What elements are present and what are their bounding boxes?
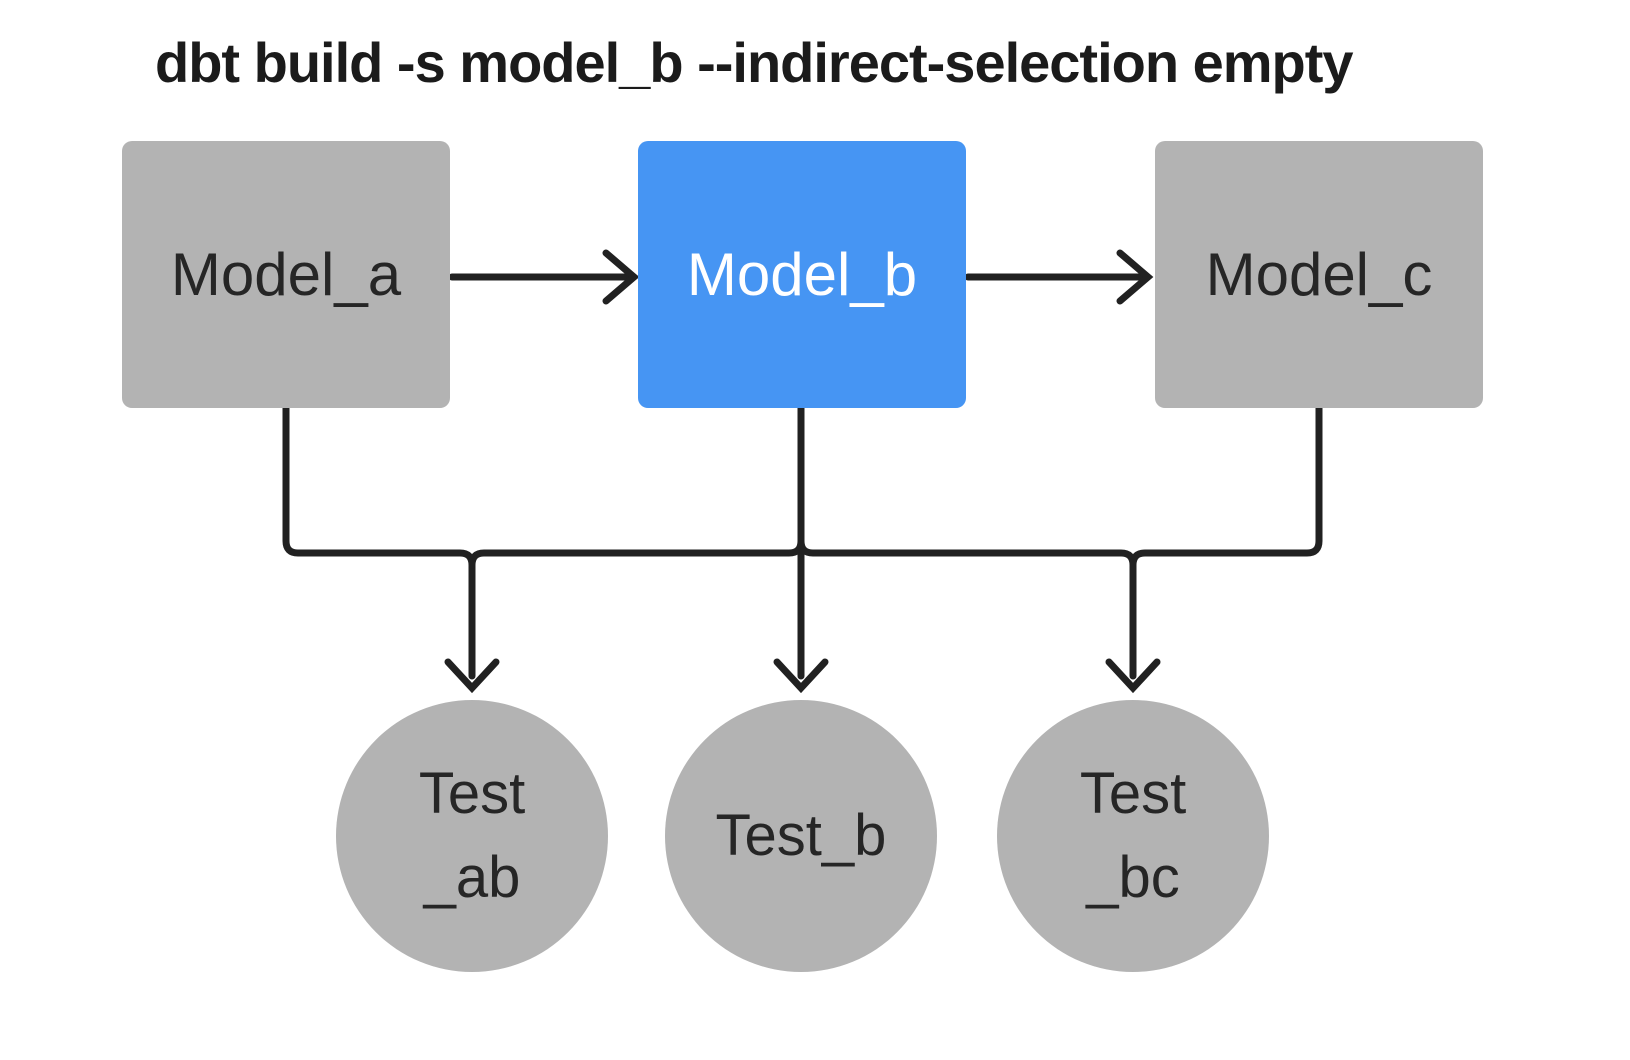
edge-model-a-to-model-b-arrowhead-icon [602, 249, 640, 305]
edge-test-b-arrowhead-icon [773, 658, 829, 694]
node-test-ab: Test _ab [336, 700, 608, 972]
node-label-line: Test [1079, 761, 1187, 826]
node-label-line: _ab [423, 845, 521, 910]
node-label: Model_a [170, 241, 402, 308]
edge-test-bc-arrowhead-icon [1105, 658, 1161, 694]
edge-test-ab-arrowhead-icon [444, 658, 500, 694]
node-model-c: Model_c [1155, 141, 1483, 408]
edge-model-b-to-model-c-arrowhead-icon [1116, 249, 1154, 305]
node-label-line: Test [418, 761, 526, 826]
edge-model-c-to-test-bc [1129, 403, 1323, 680]
diagram-title: dbt build -s model_b --indirect-selectio… [155, 31, 1354, 94]
node-model-b-selected: Model_b [638, 141, 966, 408]
node-label: Model_c [1205, 241, 1433, 308]
node-label-line: Test_b [715, 803, 887, 868]
node-model-a: Model_a [122, 141, 450, 408]
node-test-b: Test_b [665, 700, 937, 972]
edge-model-a-to-test-ab [282, 403, 476, 680]
node-label: Model_b [686, 241, 918, 308]
node-label-line: _bc [1086, 845, 1180, 910]
node-test-bc: Test _bc [997, 700, 1269, 972]
